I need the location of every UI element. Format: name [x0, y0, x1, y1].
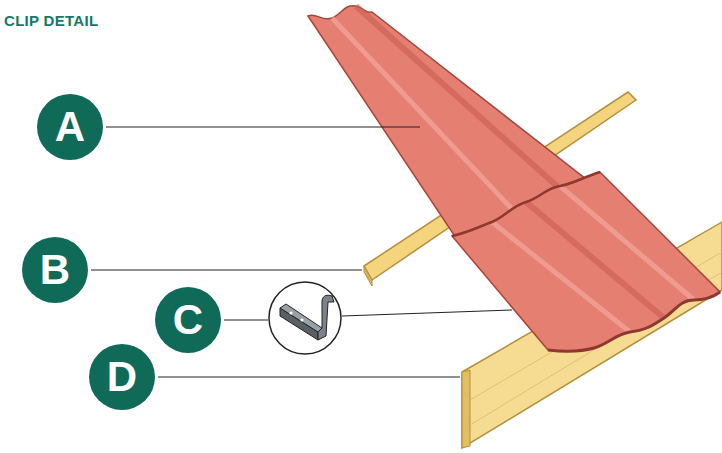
tile-clip: [280, 295, 334, 340]
leader-line: [106, 127, 420, 128]
batten-side: [364, 266, 372, 286]
callout-letter: B: [22, 237, 88, 303]
leader-line: [342, 310, 512, 316]
callout-letter: D: [89, 344, 155, 410]
callout-letter: A: [37, 94, 103, 160]
fascia-edge: [462, 370, 470, 448]
leader-line: [224, 320, 268, 321]
clip-inset: [269, 282, 341, 354]
callout-letter: C: [155, 287, 221, 353]
leader-line: [158, 377, 460, 378]
roof-tile-lower: [452, 172, 720, 351]
diagram-title: CLIP DETAIL: [4, 12, 98, 29]
leader-line: [91, 270, 362, 271]
